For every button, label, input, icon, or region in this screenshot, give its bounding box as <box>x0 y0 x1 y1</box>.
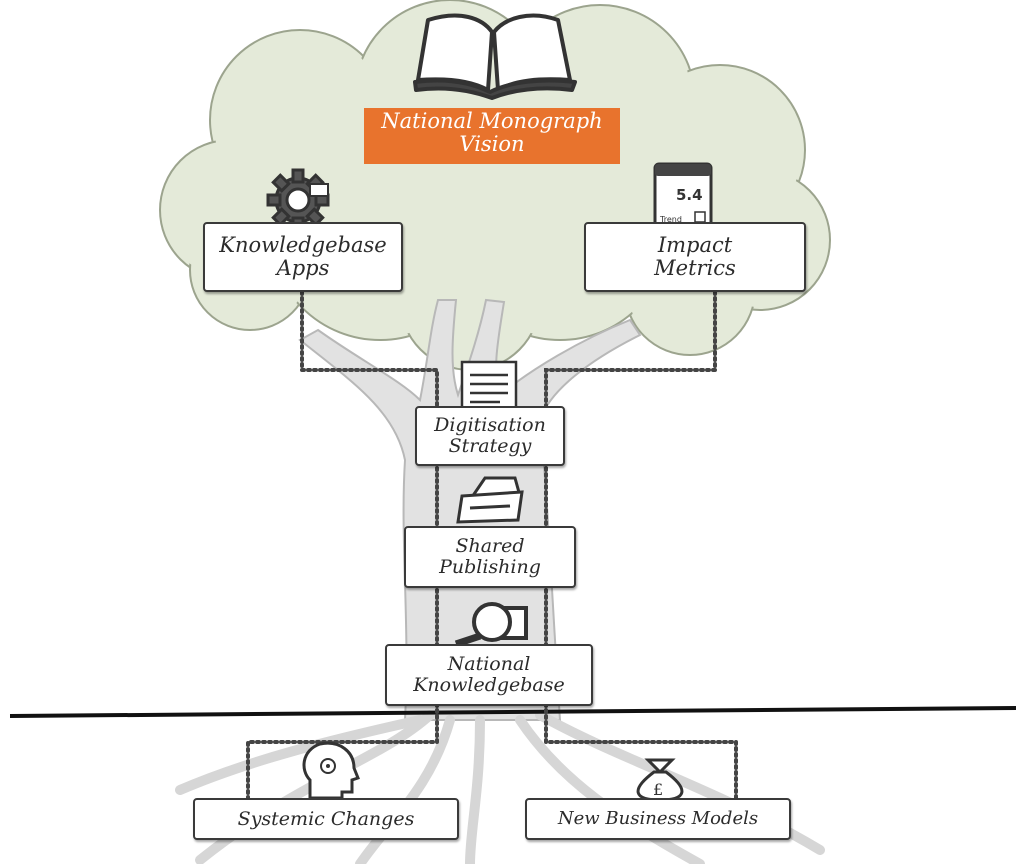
node-systemic-changes: Systemic Changes <box>193 798 459 840</box>
head-gear-icon <box>302 741 360 800</box>
node-impact-metrics: Impact Metrics <box>584 222 806 292</box>
node-knowledgebase-apps: Knowledgebase Apps <box>203 222 403 292</box>
metric-sub-label: Trend <box>659 215 682 224</box>
open-book-icon <box>413 13 577 100</box>
node-label-line2: Metrics <box>654 256 736 280</box>
node-shared-publishing: Shared Publishing <box>404 526 576 588</box>
vision-title-line2: Vision <box>459 132 525 157</box>
typewriter-icon <box>456 476 524 524</box>
node-label-line1: National <box>447 653 531 676</box>
document-icon <box>460 360 518 412</box>
tree-roots <box>175 710 825 864</box>
node-label-line1: Knowledgebase <box>219 232 387 257</box>
node-label-line1: Shared <box>455 535 525 558</box>
node-national-knowledgebase: National Knowledgebase <box>385 644 593 706</box>
ground-line <box>9 706 1016 718</box>
node-label-line1: Digitisation <box>434 414 546 437</box>
vision-title-line1: National Monograph <box>381 109 603 133</box>
node-label-line2: Publishing <box>439 556 541 578</box>
vision-title: National Monograph Vision <box>364 108 620 164</box>
svg-text:£: £ <box>653 780 663 799</box>
metric-card-icon: 5.4 Trend <box>653 162 713 230</box>
node-label: New Business Models <box>557 808 759 830</box>
node-label-line2: Apps <box>276 256 330 280</box>
gear-api-icon <box>266 168 330 232</box>
node-digitisation-strategy: Digitisation Strategy <box>415 406 565 466</box>
connectors <box>246 290 738 802</box>
node-label: Systemic Changes <box>237 807 415 830</box>
magnifier-icon <box>454 602 528 648</box>
node-new-business-models: New Business Models <box>525 798 791 840</box>
node-label-line2: Knowledgebase <box>413 674 565 696</box>
node-label-line1: Impact <box>657 232 733 257</box>
metric-value: 5.4 <box>676 186 703 204</box>
node-label-line2: Strategy <box>448 435 532 457</box>
